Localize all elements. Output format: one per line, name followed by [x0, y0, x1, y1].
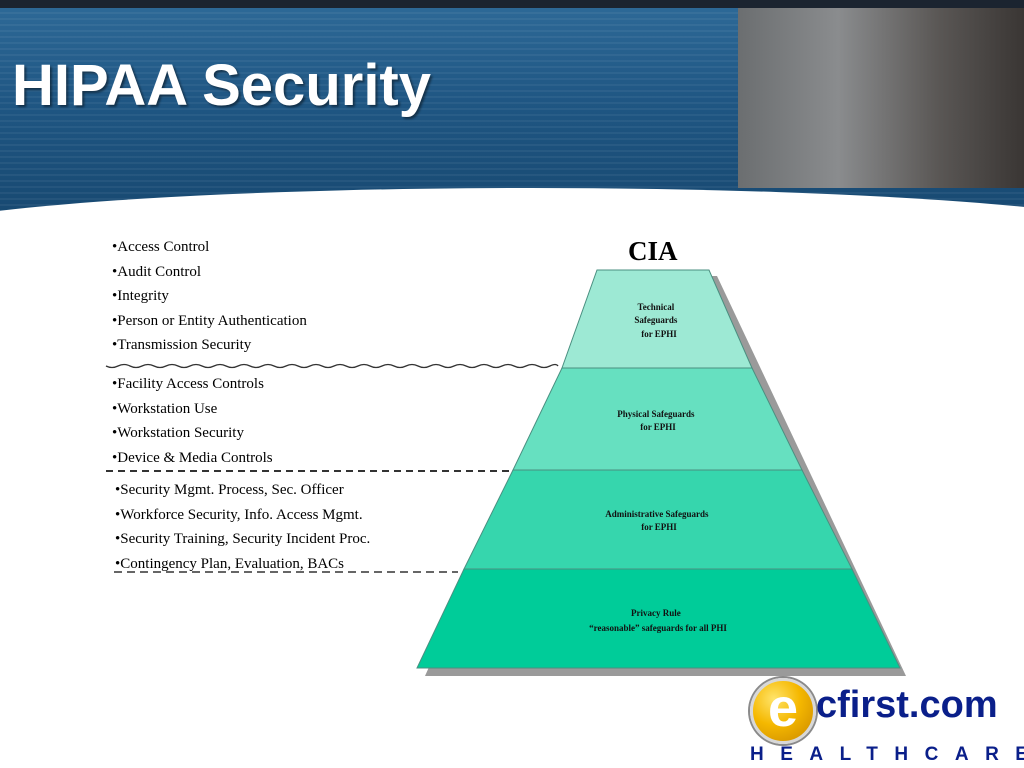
- physical-list-item: Facility Access Controls: [112, 374, 273, 399]
- administrative-safeguards-list: Security Mgmt. Process, Sec. Officer Wor…: [115, 480, 370, 578]
- technical-safeguards-list: Access Control Audit Control Integrity P…: [112, 237, 307, 360]
- tier-privacy-label: Privacy Rule “reasonable” safeguards for…: [589, 608, 727, 633]
- tier-physical-label: Physical Safeguards for EPHI: [617, 409, 697, 432]
- header-banner: HIPAA Security: [0, 0, 1024, 225]
- administrative-list-item: Workforce Security, Info. Access Mgmt.: [115, 505, 370, 530]
- administrative-list-item: Security Mgmt. Process, Sec. Officer: [115, 480, 370, 505]
- slide-title: HIPAA Security: [12, 53, 431, 118]
- tier-privacy: [416, 568, 901, 669]
- technical-list-item: Integrity: [112, 286, 307, 311]
- administrative-list-item: Contingency Plan, Evaluation, BACs: [115, 554, 370, 579]
- administrative-list-item: Security Training, Security Incident Pro…: [115, 529, 370, 554]
- physical-list-item: Workstation Security: [112, 423, 273, 448]
- header-top-bar: [0, 0, 1024, 8]
- technical-list-item: Access Control: [112, 237, 307, 262]
- tier-administrative: [463, 469, 853, 570]
- ecfirst-e-logo-icon: e: [750, 678, 816, 744]
- physical-safeguards-list: Facility Access Controls Workstation Use…: [112, 374, 273, 473]
- cia-label: CIA: [628, 236, 678, 266]
- physical-list-item: Workstation Use: [112, 399, 273, 424]
- tier-technical-label: Technical Safeguards for EPHI: [634, 302, 679, 339]
- business-people-photo: [738, 8, 1024, 188]
- physical-list-item: Device & Media Controls: [112, 448, 272, 473]
- logo-wordmark: cfirst.com: [816, 684, 998, 726]
- technical-list-item: Transmission Security: [112, 335, 307, 360]
- logo-subtitle: HEALTHCARE: [750, 744, 1024, 765]
- technical-physical-separator: [105, 363, 559, 369]
- technical-list-item: Audit Control: [112, 262, 307, 287]
- technical-list-item: Person or Entity Authentication: [112, 311, 307, 336]
- tier-physical: [512, 367, 803, 471]
- tier-administrative-label: Administrative Safeguards for EPHI: [605, 509, 711, 532]
